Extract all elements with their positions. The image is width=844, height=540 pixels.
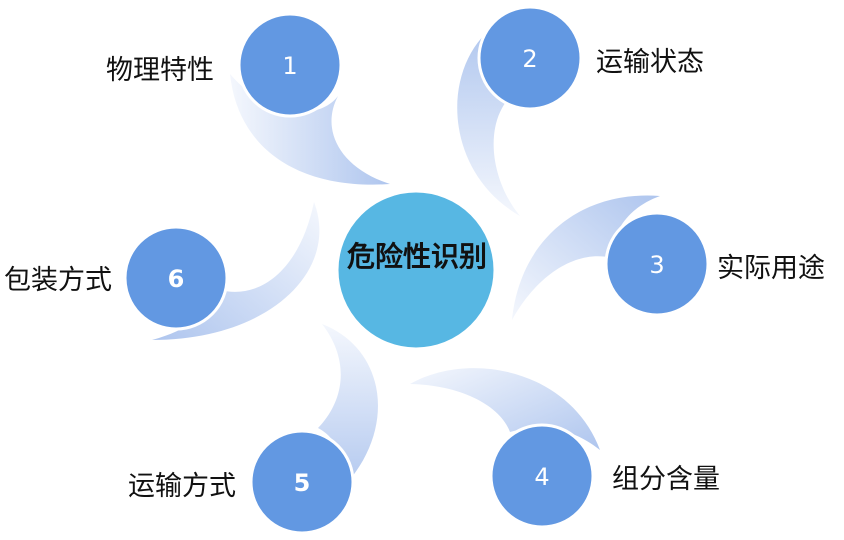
node-circle-6 (123, 225, 229, 331)
swirl-6 (152, 202, 320, 340)
node-label-6: 包装方式 (4, 265, 112, 296)
swirl-2 (457, 22, 520, 216)
node-circle-5 (249, 429, 355, 535)
node-number-1: 1 (282, 52, 298, 80)
node-number-2: 2 (522, 45, 538, 73)
node-number-5: 5 (293, 469, 311, 497)
node-number-4: 4 (534, 463, 550, 491)
swirl-1 (230, 74, 390, 185)
node-circle-3 (604, 211, 710, 317)
swirl-5 (318, 324, 378, 500)
center-circle (335, 189, 497, 351)
node-label-4: 组分含量 (612, 464, 720, 495)
center-title: 危险性识别 (346, 240, 487, 273)
swirl-4 (410, 368, 600, 450)
node-label-5: 运输方式 (128, 471, 236, 502)
node-circle-1 (237, 12, 343, 118)
node-number-6: 6 (167, 265, 185, 293)
node-label-3: 实际用途 (717, 253, 825, 284)
node-number-3: 3 (649, 251, 665, 279)
node-circle-4 (489, 423, 595, 529)
node-label-2: 运输状态 (596, 47, 704, 78)
node-label-1: 物理特性 (106, 55, 214, 86)
node-circle-2 (477, 5, 583, 111)
swirl-3 (512, 195, 660, 320)
